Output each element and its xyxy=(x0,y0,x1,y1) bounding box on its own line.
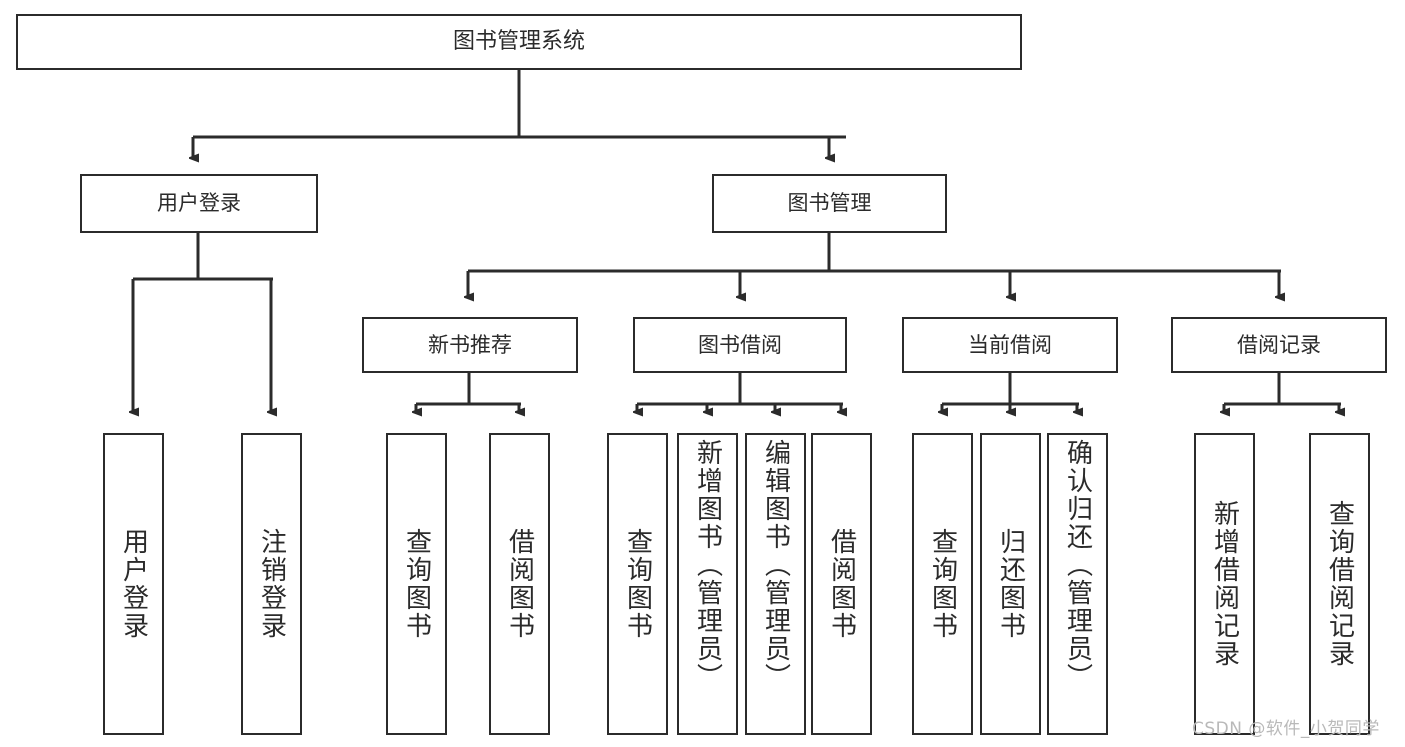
node-new-book-recommend-label: 新书推荐 xyxy=(428,332,512,357)
node-book-manage[interactable]: 图书管理 xyxy=(712,174,947,233)
node-user-login[interactable]: 用户登录 xyxy=(80,174,318,233)
leaf-return-book[interactable]: 归还图书 xyxy=(980,433,1041,735)
node-new-book-recommend[interactable]: 新书推荐 xyxy=(362,317,578,373)
leaf-user-login-label: 用户登录 xyxy=(118,528,149,640)
leaf-add-book[interactable]: 新增图书（管理员） xyxy=(677,433,738,735)
leaf-query-book-2-label: 查询图书 xyxy=(622,528,653,640)
leaf-query-book-1[interactable]: 查询图书 xyxy=(386,433,447,735)
node-current-borrow-label: 当前借阅 xyxy=(968,332,1052,357)
leaf-logout-login[interactable]: 注销登录 xyxy=(241,433,302,735)
leaf-edit-book[interactable]: 编辑图书（管理员） xyxy=(745,433,806,735)
node-current-borrow[interactable]: 当前借阅 xyxy=(902,317,1118,373)
node-book-manage-label: 图书管理 xyxy=(787,191,872,216)
leaf-query-book-1-label: 查询图书 xyxy=(401,528,432,640)
leaf-borrow-book-1[interactable]: 借阅图书 xyxy=(489,433,550,735)
node-user-login-label: 用户登录 xyxy=(157,191,241,216)
csdn-watermark: CSDN @软件_小贺同学 xyxy=(1192,719,1380,739)
leaf-add-book-label: 新增图书（管理员） xyxy=(692,439,723,691)
leaf-borrow-book-2-label: 借阅图书 xyxy=(826,528,857,640)
leaf-query-borrow-record-label: 查询借阅记录 xyxy=(1324,500,1355,668)
node-borrow-record[interactable]: 借阅记录 xyxy=(1171,317,1387,373)
leaf-add-borrow-record-label: 新增借阅记录 xyxy=(1209,500,1240,668)
leaf-confirm-return-label: 确认归还（管理员） xyxy=(1062,439,1093,691)
leaf-query-book-3[interactable]: 查询图书 xyxy=(912,433,973,735)
leaf-edit-book-label: 编辑图书（管理员） xyxy=(760,439,791,691)
leaf-user-login[interactable]: 用户登录 xyxy=(103,433,164,735)
node-root-label: 图书管理系统 xyxy=(452,29,585,55)
node-book-borrow-label: 图书借阅 xyxy=(698,332,782,357)
leaf-query-book-3-label: 查询图书 xyxy=(927,528,958,640)
node-borrow-record-label: 借阅记录 xyxy=(1237,332,1321,357)
leaf-borrow-book-1-label: 借阅图书 xyxy=(504,528,535,640)
leaf-confirm-return[interactable]: 确认归还（管理员） xyxy=(1047,433,1108,735)
leaf-logout-login-label: 注销登录 xyxy=(256,528,287,640)
node-book-borrow[interactable]: 图书借阅 xyxy=(633,317,847,373)
node-root[interactable]: 图书管理系统 xyxy=(16,14,1022,70)
leaf-return-book-label: 归还图书 xyxy=(995,528,1026,640)
leaf-query-book-2[interactable]: 查询图书 xyxy=(607,433,668,735)
leaf-query-borrow-record[interactable]: 查询借阅记录 xyxy=(1309,433,1370,735)
leaf-add-borrow-record[interactable]: 新增借阅记录 xyxy=(1194,433,1255,735)
leaf-borrow-book-2[interactable]: 借阅图书 xyxy=(811,433,872,735)
